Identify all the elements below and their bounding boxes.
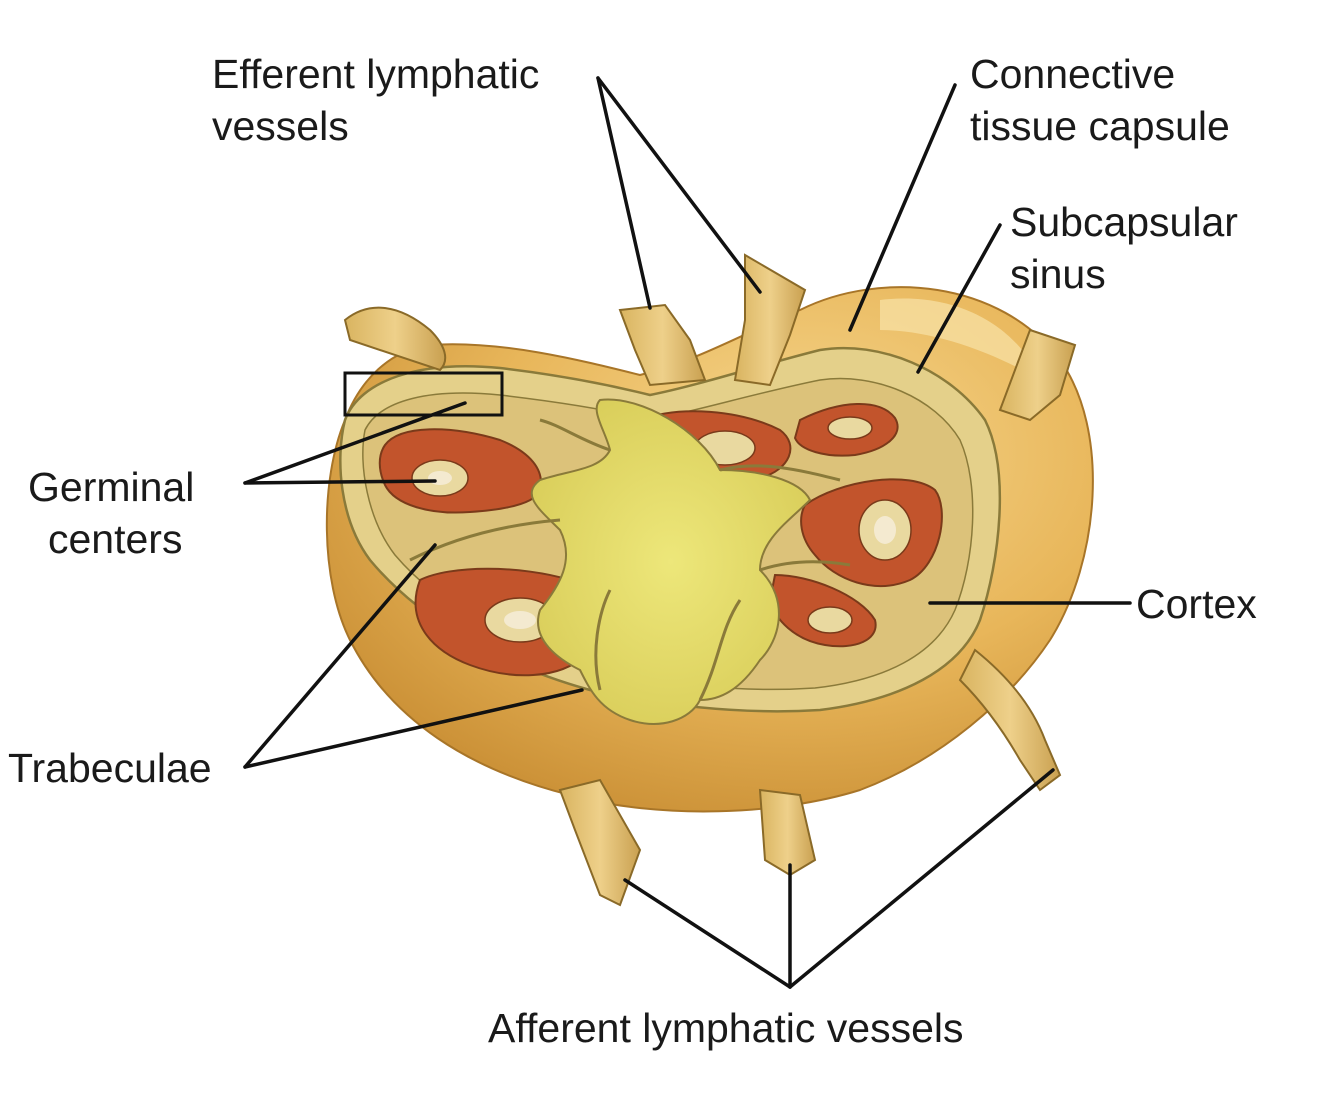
leader-lines	[243, 76, 1132, 989]
right-vessel	[998, 328, 1077, 422]
trabeculae-strands	[409, 418, 851, 701]
label-subcapsular-line2: sinus	[1010, 251, 1106, 297]
cortical-nodule	[378, 428, 542, 514]
cortical-nodule	[768, 573, 877, 648]
label-afferent-text: Afferent lymphatic vessels	[488, 1005, 964, 1051]
top-left-vessel	[343, 306, 447, 372]
label-trabeculae: Trabeculae	[8, 742, 212, 794]
cortical-nodule	[793, 402, 899, 457]
label-capsule-line2: tissue capsule	[970, 103, 1230, 149]
efferent-vessels	[618, 253, 807, 387]
label-trabeculae-text: Trabeculae	[8, 745, 212, 791]
label-subcapsular-sinus: Subcapsular sinus	[1010, 196, 1238, 300]
afferent-vessels	[558, 648, 1062, 907]
label-capsule-line1: Connective	[970, 51, 1176, 97]
label-efferent-line1: Efferent lymphatic	[212, 51, 540, 97]
label-subcapsular-line1: Subcapsular	[1010, 199, 1238, 245]
medulla	[530, 398, 812, 725]
label-germinal-line2: centers	[48, 516, 183, 562]
label-efferent-lymphatic-vessels: Efferent lymphatic vessels	[212, 48, 539, 152]
label-afferent-lymphatic-vessels: Afferent lymphatic vessels	[488, 1002, 964, 1054]
inset-box	[343, 371, 504, 417]
label-connective-tissue-capsule: Connective tissue capsule	[970, 48, 1230, 152]
label-germinal-line1: Germinal	[28, 464, 195, 510]
label-cortex-text: Cortex	[1136, 581, 1257, 627]
label-cortex: Cortex	[1136, 578, 1257, 630]
cortical-nodule	[800, 478, 943, 587]
label-efferent-line2: vessels	[212, 103, 349, 149]
cut-face	[339, 346, 1002, 725]
label-germinal-centers: Germinal centers	[28, 461, 194, 565]
